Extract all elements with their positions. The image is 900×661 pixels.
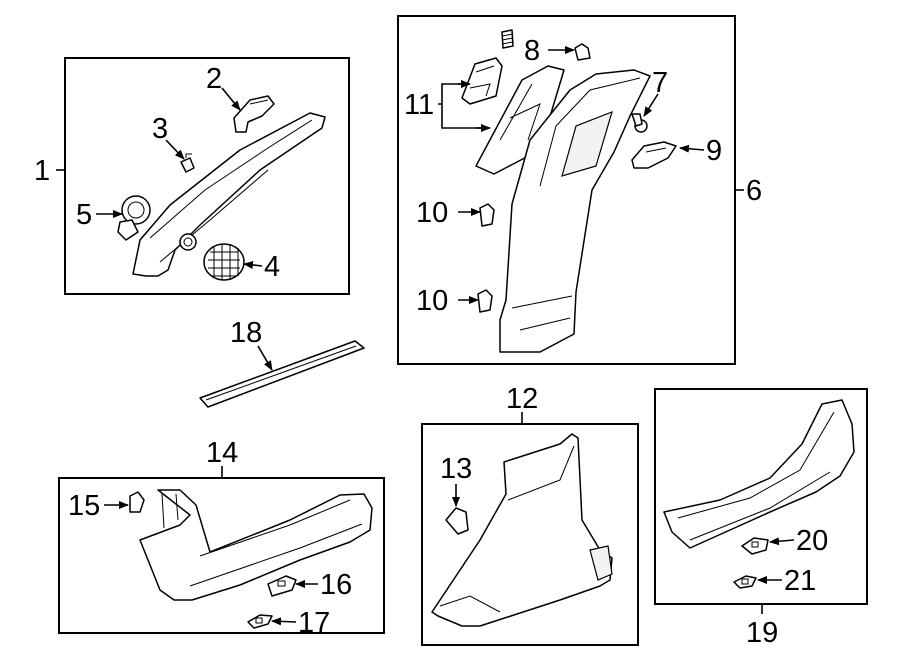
leader-9 (679, 144, 705, 153)
callout-2: 2 (206, 63, 222, 95)
speaker-grille-part-4 (203, 243, 245, 281)
callout-11: 11 (404, 89, 434, 121)
leader-11 (438, 83, 488, 129)
callout-4: 4 (264, 251, 280, 283)
callout-10b: 10 (416, 285, 448, 317)
leader-3 (165, 139, 185, 160)
clip-part-10b (477, 289, 493, 313)
leader-18 (257, 345, 273, 371)
leader-4 (243, 261, 263, 269)
belt-guide-part-11a (461, 57, 503, 105)
bolt-part-7 (631, 113, 648, 133)
leader-2 (221, 87, 241, 111)
leader-7 (643, 93, 659, 117)
callout-9: 9 (706, 135, 722, 167)
clip-part-15 (129, 491, 145, 513)
clip-part-3 (180, 153, 195, 173)
weatherstrip-part-18 (199, 340, 365, 408)
quarter-trim-part-12 (431, 433, 613, 627)
cap-part-9 (631, 141, 677, 169)
callout-13: 13 (440, 453, 472, 485)
callout-3: 3 (152, 113, 168, 145)
clip-part-2 (233, 95, 275, 133)
callout-5: 5 (76, 199, 92, 231)
clip-part-10a (479, 203, 495, 227)
clip-part-13 (445, 507, 469, 535)
callout-8: 8 (524, 35, 540, 67)
group-box-a-pillar (64, 57, 350, 295)
clip-part-20 (741, 537, 769, 555)
leader-17 (271, 617, 297, 626)
group-box-rear-sill (654, 388, 868, 605)
clip-part-8 (574, 43, 591, 61)
tweeter-part-5 (117, 195, 151, 241)
tape-part-21 (733, 575, 757, 589)
callout-7: 7 (652, 67, 668, 99)
callout-6: 6 (746, 175, 762, 207)
callout-14: 14 (206, 437, 238, 469)
tape-part-17 (247, 614, 273, 629)
spring-part-8a (501, 29, 514, 49)
callout-18: 18 (230, 317, 262, 349)
callout-12: 12 (506, 383, 538, 415)
group-box-c-pillar-lower (421, 423, 639, 646)
tape-part-16 (267, 575, 297, 597)
b-pillar-lower-trim-part-6 (499, 69, 651, 353)
callout-15: 15 (68, 490, 100, 522)
callout-20: 20 (796, 525, 828, 557)
a-pillar-trim-part (132, 112, 326, 277)
callout-10a: 10 (416, 197, 448, 229)
callout-1: 1 (34, 155, 50, 187)
front-sill-trim-part-14 (139, 489, 373, 601)
rear-sill-trim-part-19 (663, 399, 855, 549)
callout-16: 16 (320, 569, 352, 601)
callout-17: 17 (298, 607, 330, 639)
callout-21: 21 (784, 565, 816, 597)
callout-19: 19 (746, 617, 778, 649)
b-pillar-upper-trim-11b (475, 65, 565, 175)
leader-20 (769, 537, 795, 546)
